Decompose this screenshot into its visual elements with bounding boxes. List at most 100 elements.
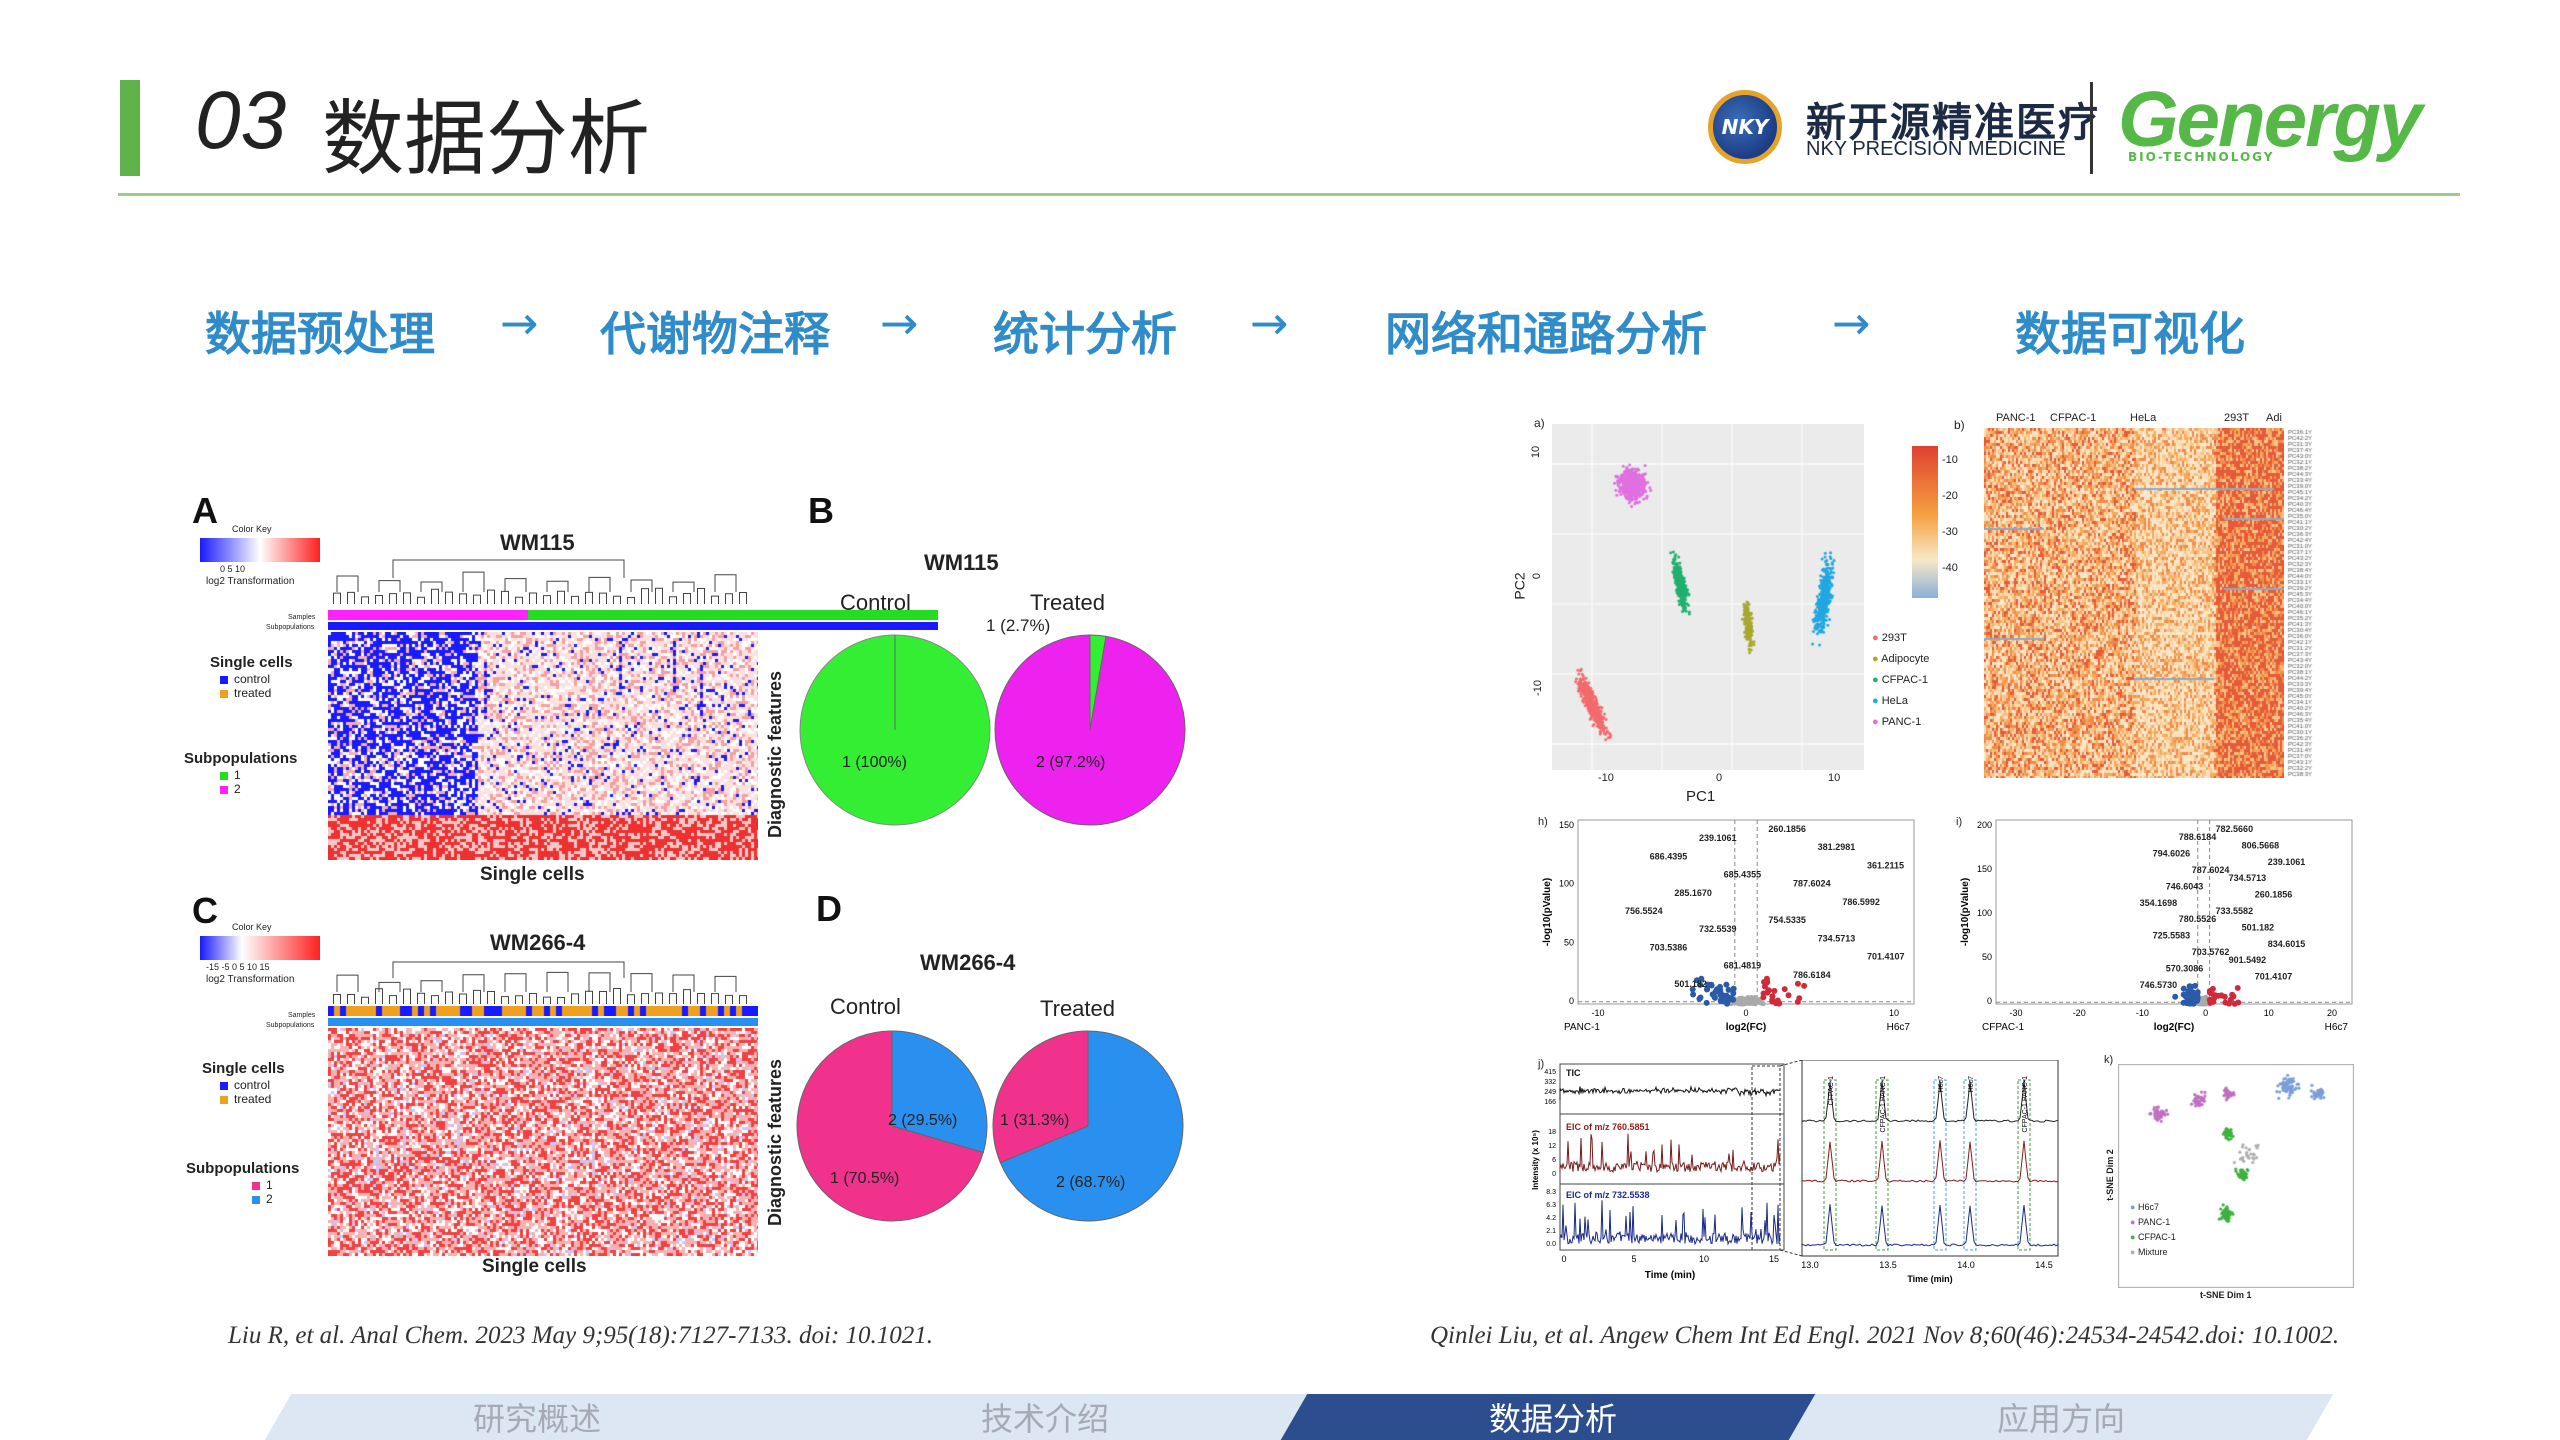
x-tick: -30: [2009, 1008, 2022, 1018]
x-axis-label: Single cells: [482, 1256, 587, 1277]
pie-slice-label: 2 (97.2%): [1036, 754, 1106, 771]
genergy-logo: Genergy: [2118, 75, 2422, 163]
panel-letter: D: [816, 888, 842, 929]
nav-tab-applications[interactable]: 应用方向: [1788, 1394, 2334, 1440]
nav-tab-technology[interactable]: 技术介绍: [772, 1394, 1318, 1440]
data-point: [1730, 996, 1737, 1003]
peak-label: H6c7: [1968, 1076, 1975, 1092]
section-number: 03: [195, 75, 287, 166]
plot-frame: [1559, 1063, 1785, 1251]
zoom-connector: [1779, 1249, 1803, 1257]
point-label: 703.5386: [1650, 942, 1688, 952]
pie-slice-label: 1 (70.5%): [830, 1170, 900, 1187]
nav-tab-overview[interactable]: 研究概述: [264, 1394, 810, 1440]
x-tick: -10: [1591, 1008, 1604, 1018]
point-label: 681.4819: [1724, 961, 1762, 971]
data-point: [2184, 998, 2191, 1005]
pie-chart-treated: [994, 634, 1186, 826]
data-point: [2222, 999, 2229, 1006]
x-tick: 14.0: [1957, 1260, 1975, 1270]
point-label: 732.5539: [1699, 924, 1737, 934]
trace-label: EIC of m/z 732.5538: [1566, 1190, 1650, 1200]
data-point: [2218, 992, 2225, 999]
nky-company-name: 新开源精准医疗: [1806, 100, 2100, 146]
pipeline-arrow-icon: →: [880, 296, 919, 350]
trace-line: [1559, 1200, 1781, 1246]
pipeline-step-visualization: 数据可视化: [2015, 307, 2245, 361]
data-point: [1708, 982, 1715, 989]
panel-letter: B: [808, 490, 834, 531]
tsne-scatter: [2118, 1064, 2354, 1288]
color-key-ticks: 0 5 10: [220, 564, 246, 574]
data-point: [1723, 981, 1730, 988]
point-label: 381.2981: [1818, 842, 1856, 852]
data-point: [1725, 986, 1732, 993]
peak-window: [1933, 1079, 1947, 1251]
data-point: [2210, 998, 2217, 1005]
legend-title: Subpopulations: [184, 750, 298, 767]
nky-company-name-en: NKY PRECISION MEDICINE: [1806, 138, 2066, 160]
x-tick: 5: [1631, 1254, 1636, 1264]
data-point: [1765, 988, 1772, 995]
citation-right: Qinlei Liu, et al. Angew Chem Int Ed Eng…: [1430, 1322, 2340, 1349]
y-tick: 8.3: [1546, 1189, 1556, 1196]
data-point: [1690, 991, 1697, 998]
heatmap-col-label: PANC-1: [1996, 412, 2036, 424]
panel-letter: A: [192, 490, 218, 531]
pie-slice-label: 1 (2.7%): [986, 616, 1051, 635]
panel-title: WM115: [924, 550, 999, 575]
point-label: 260.1856: [2255, 890, 2293, 900]
volcano-plot: 782.5660788.6184806.5668794.6026239.1061…: [1960, 819, 2353, 1033]
data-point: [1748, 1000, 1754, 1006]
pie-slice: [891, 1030, 988, 1154]
pie-chart-treated: [992, 1030, 1184, 1222]
heatmap: [328, 1028, 758, 1256]
panel-title: WM266-4: [920, 950, 1016, 975]
color-key-transform: log2 Transformation: [206, 576, 295, 587]
y-axis-label: PC2: [1511, 572, 1528, 600]
legend-item: ● CFPAC-1: [2130, 1232, 2176, 1242]
point-label: 788.6184: [2179, 832, 2217, 842]
volcano-plot: 260.1856239.1061381.2981686.4395361.2115…: [1542, 819, 1915, 1033]
y-tick: 100: [1977, 908, 1992, 918]
x-tick: 0: [1743, 1008, 1748, 1018]
panel-title: WM266-4: [490, 930, 586, 955]
nav-tab-data-analysis[interactable]: 数据分析: [1280, 1394, 1826, 1440]
data-point: [1794, 980, 1801, 987]
data-point: [1703, 986, 1710, 993]
pipeline-arrow-icon: →: [500, 296, 539, 350]
pie-slice-label: 2 (29.5%): [888, 1112, 958, 1129]
legend-label: 2: [234, 782, 241, 796]
point-label: 701.4107: [1867, 952, 1905, 962]
panel-tag: a): [1534, 416, 1545, 430]
data-point: [1722, 995, 1729, 1002]
data-point: [1796, 995, 1803, 1002]
data-point: [1730, 985, 1737, 992]
data-point: [1781, 986, 1788, 993]
point-label: 570.3086: [2166, 963, 2204, 973]
point-label: 501.182: [1674, 979, 1707, 989]
x-tick: 10: [1828, 772, 1841, 784]
data-point: [2172, 993, 2179, 1000]
y-tick: 2.1: [1546, 1228, 1556, 1235]
point-label: 786.5992: [1842, 897, 1880, 907]
header-divider: [118, 193, 2460, 196]
heatmap-col-label: 293T: [2224, 412, 2250, 424]
scale-tick: -20: [1942, 490, 1958, 502]
point-label: 501.182: [2242, 922, 2275, 932]
trace-label: EIC of m/z 760.5851: [1566, 1122, 1650, 1132]
data-point: [1711, 994, 1718, 1001]
point-label: 685.4355: [1724, 870, 1762, 880]
point-label: 733.5582: [2216, 906, 2254, 916]
legend-item: ● Mixture: [2130, 1247, 2168, 1257]
data-point: [1740, 1001, 1746, 1007]
pipeline-step-statistics: 统计分析: [993, 307, 1177, 361]
x-tick: -20: [2073, 1008, 2086, 1018]
y-tick: 50: [1564, 937, 1574, 947]
point-label: 787.6024: [2192, 865, 2230, 875]
page-title: 数据分析: [322, 92, 651, 187]
color-key-bar: [200, 936, 320, 960]
nav-tab-label: 技术介绍: [980, 1400, 1109, 1438]
point-label: 746.6043: [2166, 881, 2204, 891]
data-point: [1760, 994, 1767, 1001]
